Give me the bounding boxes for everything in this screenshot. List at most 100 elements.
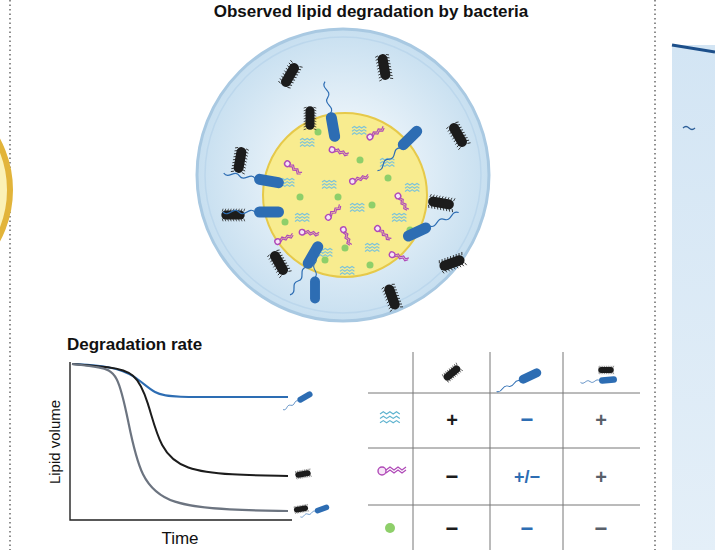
bacterium-body	[599, 376, 618, 384]
phospholipid-head	[340, 226, 347, 233]
bacterium-blue	[299, 504, 330, 520]
cilium	[314, 107, 317, 109]
result-table	[368, 352, 640, 550]
table-rule	[368, 448, 640, 449]
cilium	[307, 510, 309, 512]
cilium	[310, 475, 312, 477]
sterol-dot	[385, 175, 392, 182]
bacterium-blue	[223, 168, 285, 189]
table-rule	[368, 393, 640, 394]
flagellum	[580, 380, 599, 384]
fatty-acid-chain	[392, 213, 406, 215]
fatty-acid-icon	[340, 266, 354, 274]
bacterium-body	[295, 470, 311, 479]
cilium	[465, 262, 467, 265]
table-cell: −	[521, 518, 534, 540]
fatty-acid-chain	[295, 217, 309, 219]
curve-black	[72, 364, 288, 476]
table-rule	[413, 352, 414, 550]
fatty-acid-chain	[380, 412, 400, 414]
bacterium-black	[445, 120, 470, 150]
fatty-acid-chain	[350, 207, 364, 209]
cilium	[400, 306, 403, 308]
phospholipid-icon	[340, 226, 352, 246]
phospholipid-head	[324, 213, 332, 221]
table-cell: +	[595, 410, 607, 430]
fatty-acid-icon	[380, 412, 400, 423]
table-cell: −	[595, 518, 608, 540]
table-rule	[490, 352, 491, 550]
cilium	[290, 60, 293, 62]
bacterium-black	[277, 60, 302, 90]
phospholipid-tail	[289, 163, 302, 175]
bacterium-body	[325, 111, 341, 142]
petri-dish	[197, 29, 489, 321]
cilium	[222, 209, 224, 212]
bacterium-body	[438, 254, 466, 272]
cilium	[246, 149, 249, 151]
phospholipid-head	[389, 251, 396, 258]
cilium	[267, 255, 270, 257]
bacterium-body	[377, 53, 391, 80]
phospholipid-tail	[398, 197, 409, 211]
phospholipid-icon	[349, 174, 369, 184]
water-surface	[672, 45, 715, 52]
bacterium-body	[279, 61, 301, 89]
cilium	[454, 198, 456, 201]
wave-mark	[683, 127, 695, 130]
divider-line	[654, 0, 655, 550]
cilium	[455, 121, 458, 123]
cilium	[288, 270, 291, 272]
cilium	[279, 275, 282, 277]
fatty-acid-chain	[350, 210, 364, 212]
fatty-acid-icon	[405, 183, 419, 191]
phospholipid-icon	[389, 251, 409, 263]
phospholipid-tail	[354, 174, 369, 182]
cilium	[452, 209, 454, 212]
fatty-acid-icon	[322, 180, 336, 188]
phospholipid-head	[366, 133, 374, 141]
phospholipid-tail	[379, 229, 392, 242]
flagellum	[323, 81, 332, 113]
fatty-acid-chain	[322, 184, 336, 186]
fatty-acid-chain	[405, 187, 419, 189]
cilium	[467, 142, 470, 144]
fatty-acid-chain	[322, 187, 336, 189]
fatty-acid-chain	[392, 217, 406, 219]
bacterium-blue	[580, 376, 617, 386]
cilium	[392, 283, 395, 285]
fatty-acid-chain	[352, 133, 366, 135]
bacterium-body	[254, 207, 284, 218]
cilium	[306, 504, 308, 506]
phospholipid-tail	[279, 233, 294, 242]
fatty-acid-chain	[340, 266, 354, 268]
sterol-dot	[335, 194, 342, 201]
phospholipid-icon	[329, 146, 349, 158]
bacterium-black	[441, 363, 463, 384]
bacterium-body	[221, 211, 244, 220]
bacterium-blue	[320, 81, 341, 143]
cilium	[386, 54, 389, 56]
phospholipid-icon	[324, 204, 343, 221]
cilium	[442, 271, 444, 274]
line-chart	[70, 362, 330, 520]
chart-axes	[70, 362, 292, 520]
cilium	[379, 80, 382, 82]
cilium	[598, 366, 600, 368]
fatty-acid-chain	[405, 183, 419, 185]
fatty-acid-chain	[300, 138, 314, 140]
table-cell: −	[521, 409, 534, 431]
cilium	[428, 205, 430, 208]
bacterium-blue	[310, 249, 320, 304]
bacterium-black	[293, 504, 308, 514]
bacterium-black	[381, 282, 403, 311]
cilium	[231, 171, 234, 173]
fatty-acid-chain	[352, 126, 366, 128]
bacterium-body	[447, 121, 469, 149]
fatty-acid-chain	[322, 180, 336, 182]
curve-grey	[72, 364, 288, 511]
fatty-acid-chain	[350, 203, 364, 205]
flagellum	[313, 249, 316, 278]
bacterium-body	[293, 505, 308, 513]
